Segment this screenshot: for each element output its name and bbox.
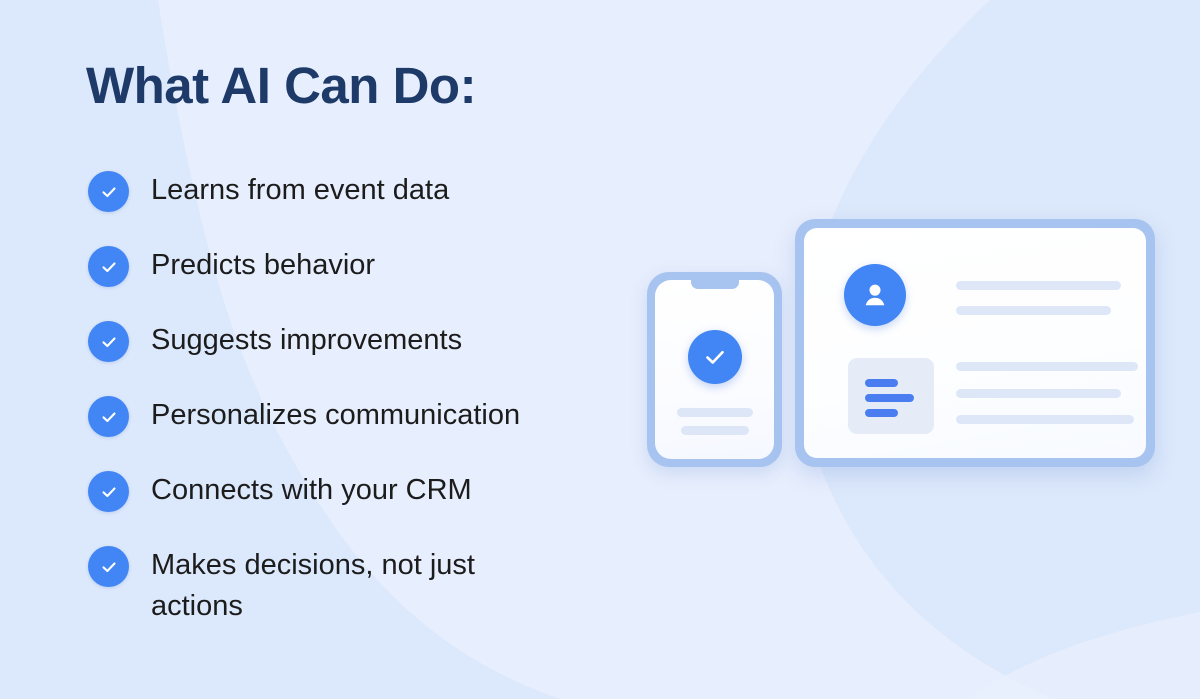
stat-bar [865, 379, 898, 387]
phone-screen [655, 280, 774, 459]
list-item: Learns from event data [88, 170, 628, 212]
check-circle-icon [687, 330, 742, 384]
content-column: What AI Can Do: Learns from event data P… [86, 57, 628, 627]
placeholder-line [680, 426, 749, 435]
check-circle-icon [88, 171, 129, 212]
list-item: Personalizes communication [88, 395, 628, 437]
phone-notch [690, 280, 739, 289]
list-item-label: Suggests improvements [151, 324, 463, 356]
list-item: Makes decisions, not just actions [88, 545, 628, 627]
dashboard-card-mockup [795, 219, 1155, 467]
feature-list: Learns from event data Predicts behavior… [88, 170, 628, 627]
person-icon [844, 264, 906, 326]
stat-box [848, 358, 934, 434]
card-screen [804, 228, 1146, 458]
placeholder-line [956, 306, 1111, 315]
list-item-label: Makes decisions, not just actions [151, 549, 475, 622]
placeholder-line [956, 415, 1134, 424]
list-item: Suggests improvements [88, 320, 628, 362]
placeholder-line [956, 389, 1121, 398]
phone-mockup [647, 272, 782, 467]
check-circle-icon [88, 546, 129, 587]
list-item: Connects with your CRM [88, 470, 628, 512]
page-title: What AI Can Do: [86, 57, 477, 114]
check-circle-icon [88, 321, 129, 362]
stat-bar [865, 394, 914, 402]
list-item-label: Personalizes communication [151, 399, 521, 431]
placeholder-line [676, 408, 753, 417]
check-circle-icon [88, 246, 129, 287]
list-item: Predicts behavior [88, 245, 628, 287]
stat-bar [865, 409, 898, 417]
check-circle-icon [88, 471, 129, 512]
list-item-label: Learns from event data [151, 174, 450, 206]
placeholder-line [956, 281, 1121, 290]
list-item-label: Connects with your CRM [151, 474, 472, 506]
check-circle-icon [88, 396, 129, 437]
placeholder-line [956, 362, 1138, 371]
device-illustration [630, 200, 1190, 490]
list-item-label: Predicts behavior [151, 249, 376, 281]
